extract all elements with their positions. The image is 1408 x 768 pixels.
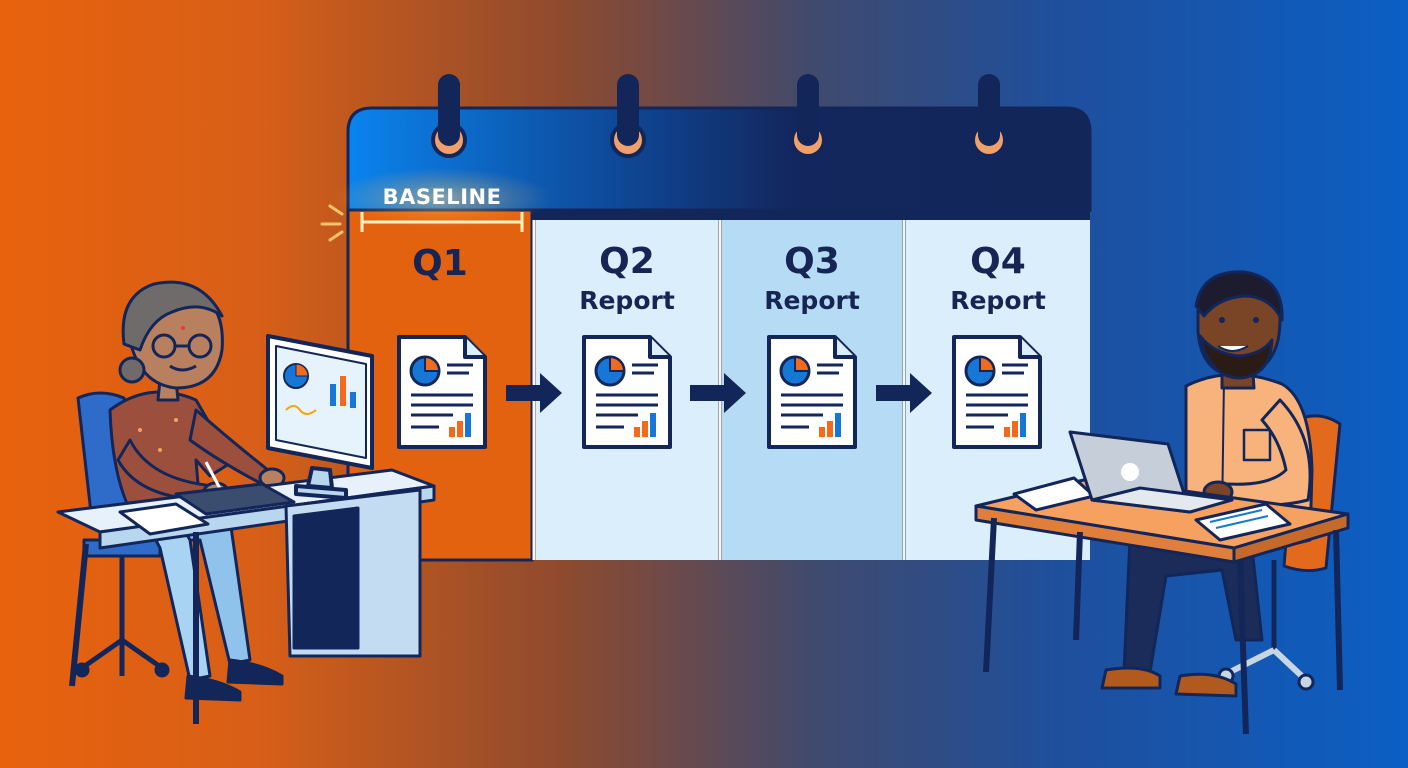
- man-at-desk-illustration: [1100, 270, 1342, 698]
- left-desk-illustration: [56, 468, 436, 724]
- report-document-icon-q3: [767, 335, 857, 449]
- woman-at-desk-illustration: [74, 280, 286, 702]
- calendar-rings: [431, 74, 1007, 158]
- baseline-bracket: [320, 168, 552, 242]
- calendar: [320, 74, 1092, 562]
- baseline-label: BASELINE: [382, 185, 502, 209]
- column-q1-title: Q1: [412, 243, 468, 284]
- laptop-icon: [1068, 430, 1234, 514]
- monitor-icon: [266, 334, 374, 500]
- column-q2-subtitle: Report: [579, 286, 675, 315]
- right-desk-illustration: [974, 476, 1350, 735]
- report-document-icon-q4: [952, 335, 1042, 449]
- column-q4-title: Q4: [970, 241, 1026, 282]
- report-document-icon-q2: [582, 335, 672, 449]
- column-q3-subtitle: Report: [764, 286, 860, 315]
- column-q4-subtitle: Report: [950, 286, 1046, 315]
- column-q3-title: Q3: [784, 241, 840, 282]
- report-document-icon-q1: [397, 335, 487, 449]
- arrow-right-icon: [506, 373, 932, 413]
- column-q2-title: Q2: [599, 241, 655, 282]
